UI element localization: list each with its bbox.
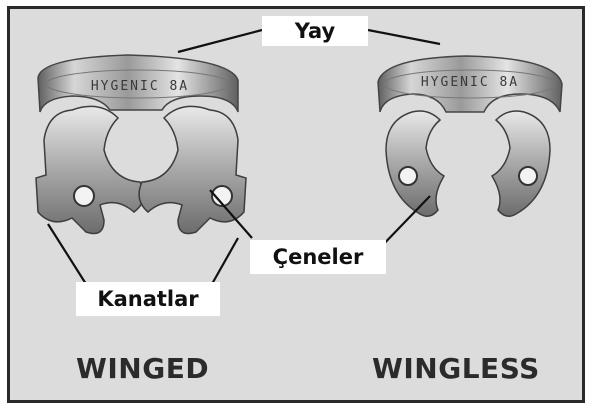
winged-clamp-left-jaw xyxy=(36,106,144,233)
jaws-label: Çeneler xyxy=(250,240,386,274)
spring-label: Yay xyxy=(262,16,368,46)
wingless-clamp-right-jaw xyxy=(492,111,550,216)
wingless-clamp-hole-right xyxy=(519,167,537,185)
winged-clamp-hole-left xyxy=(74,186,94,206)
wingless-clamp-hole-left xyxy=(399,167,417,185)
wings-leader-left xyxy=(48,224,86,284)
spring-leader-right xyxy=(368,30,440,44)
wings-leader-right xyxy=(212,238,238,284)
wingless-clamp-left-jaw xyxy=(386,111,444,216)
spring-leader-left xyxy=(178,30,262,52)
wingless-caption: WINGLESS xyxy=(372,352,540,385)
wings-label: Kanatlar xyxy=(76,282,220,316)
wingless-engraving: HYGENIC 8A xyxy=(421,75,519,90)
winged-engraving: HYGENIC 8A xyxy=(91,79,189,94)
winged-caption: WINGED xyxy=(76,352,209,385)
